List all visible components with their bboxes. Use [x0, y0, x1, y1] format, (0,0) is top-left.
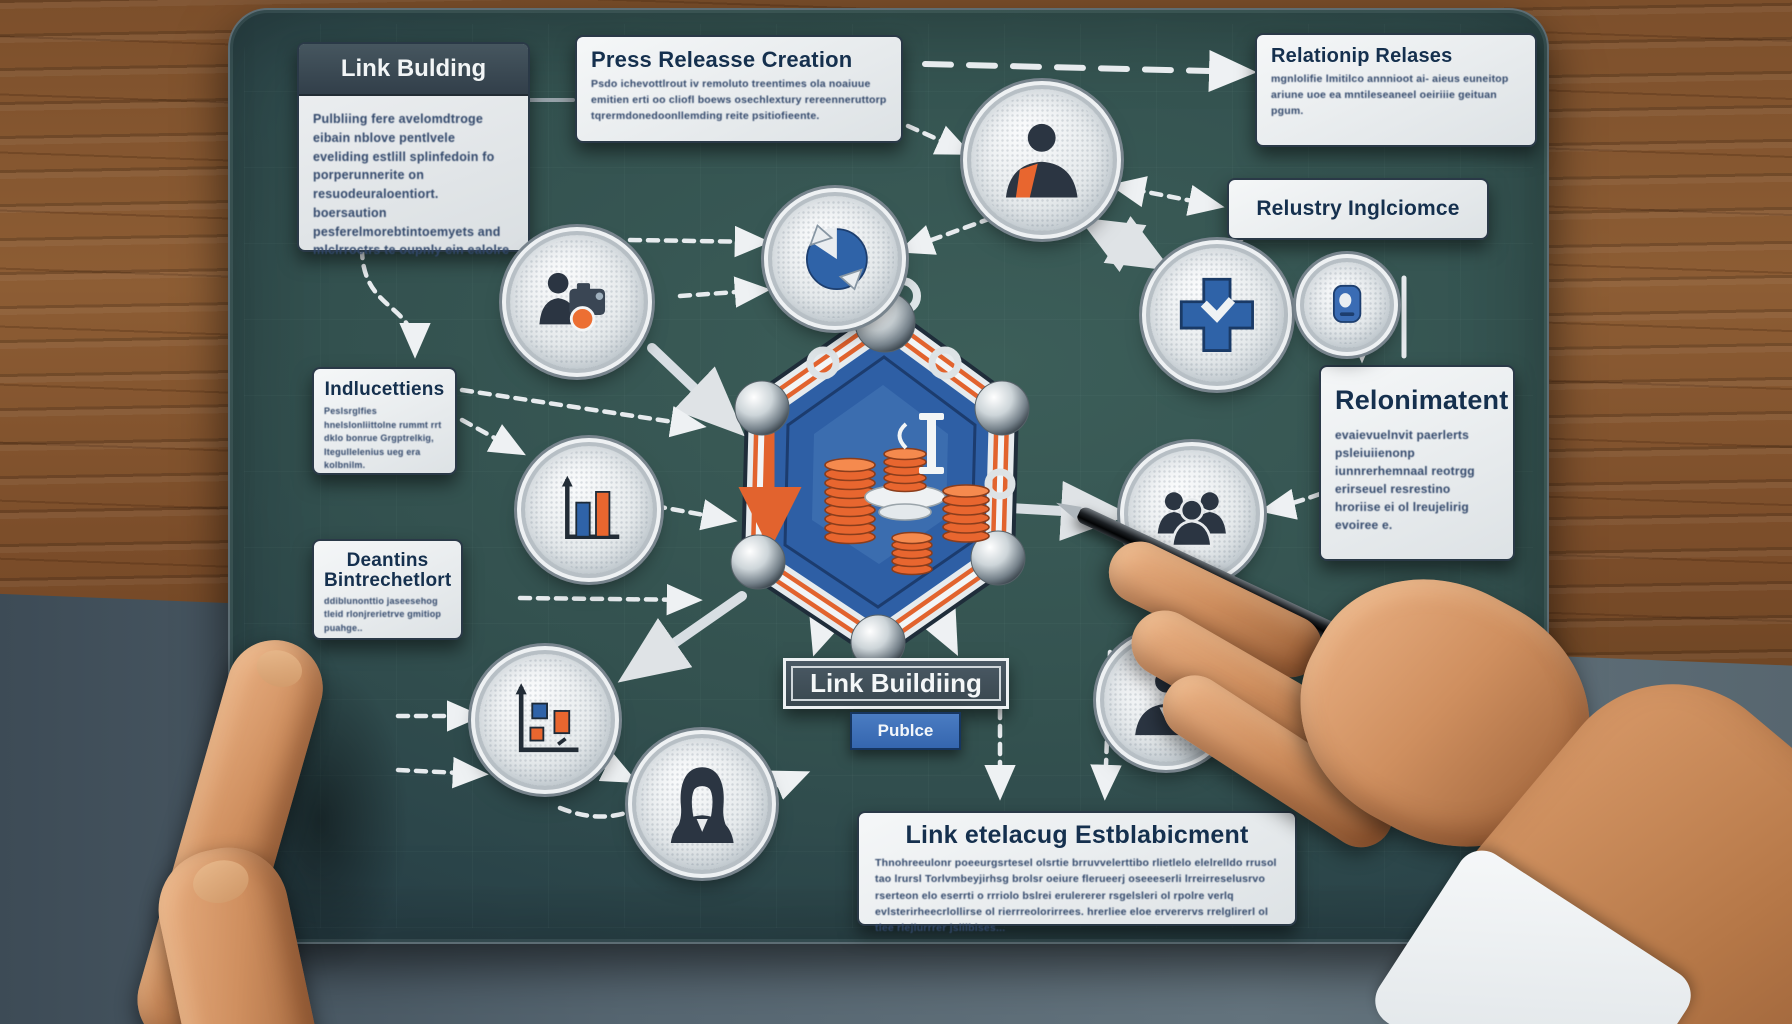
distribution-panel: Deantins Bintrechetlort ddiblunonttio ja…: [312, 539, 463, 640]
node-woman: [636, 738, 768, 870]
establishment-panel: Link etelacug Estblabicment Thnohreeulon…: [857, 811, 1297, 934]
halftone-texture: [483, 658, 607, 782]
panel-body: Thnohreeulonr poeeurgsrtesel olsrtie brr…: [875, 857, 1277, 935]
node-medical-cross: [1150, 248, 1284, 382]
bar-chart-icon: [562, 475, 620, 540]
panel-title: Deantins Bintrechetlort: [324, 550, 452, 591]
node-photographer: [510, 235, 644, 369]
fingernail: [252, 644, 307, 693]
woman-silhouette-icon: [670, 767, 734, 843]
panel-body: Psdo ichevottlrout iv remoluto treentime…: [591, 78, 887, 122]
industry-influence-panel: Relustry Inglciomce: [1227, 178, 1489, 240]
panel-body: Peslsrglfies hnelslonliittolne rummt rrt…: [324, 406, 442, 470]
introductions-panel: Indlucettiens Peslsrglfies hnelslonliitt…: [312, 367, 457, 475]
coin-stack-left: [824, 457, 876, 545]
connector-arrows: [359, 50, 1407, 819]
panel-title: Press Releasse Creation: [591, 47, 853, 72]
alignment-panel: Relonimatent evaievuelnvit paerlerts psl…: [1319, 365, 1515, 561]
coin-stack-pedestal: [864, 447, 946, 521]
link-building-center-label: Link Buildiing: [783, 658, 1009, 709]
link-building-panel: Link Bulding Pulbliing fere avelomdtroge…: [297, 42, 530, 257]
panel-title: Indlucettiens: [324, 379, 445, 400]
panel-title: Relonimatent: [1335, 385, 1509, 415]
panel-body: evaievuelnvit paerlerts psleiuiienonp iu…: [1335, 428, 1475, 532]
team-icon: [1157, 492, 1227, 548]
panel-title: Relustry Inglciomce: [1256, 197, 1460, 220]
photographer-camera-icon: [539, 272, 606, 332]
small-figure-icon: [1332, 284, 1362, 323]
pie-chart-icon: [805, 223, 868, 291]
public-tag: Publce: [850, 712, 961, 750]
panel-title: Link Bulding: [299, 44, 528, 96]
press-release-panel: Press Releasse Creation Psdo ichevottlro…: [575, 35, 903, 143]
thumbnail: [189, 855, 253, 909]
chain-hexagon: [730, 277, 1030, 670]
coin-stack-right: [942, 484, 990, 543]
node-scatter-chart: [479, 654, 611, 786]
panel-title: Relationip Relases: [1271, 45, 1453, 67]
businessman-icon: [1006, 124, 1078, 198]
relationship-releases-panel: Relationip Relases mgnlolifie lmitilco a…: [1255, 33, 1537, 147]
halftone-texture: [975, 93, 1109, 227]
coin-stack-bottom: [891, 531, 933, 576]
panel-title: Link etelacug Estblabicment: [905, 821, 1249, 849]
panel-body: ddiblunonttio jaseesehog tleid rlonjreri…: [324, 595, 442, 633]
panel-body: Pulbliing fere avelomdtroge eibain nblov…: [313, 112, 510, 258]
cross-check-icon: [1179, 277, 1255, 353]
node-messenger: [1304, 262, 1390, 348]
halftone-texture: [640, 742, 764, 866]
node-pie-chart: [772, 196, 898, 322]
scatter-chart-icon: [515, 683, 579, 752]
node-bar-chart: [525, 446, 653, 574]
text-cursor-icon: [897, 413, 944, 474]
node-businessman: [971, 89, 1113, 231]
coin-stacks: [824, 413, 990, 576]
panel-body: mgnlolifie lmitilco annnioot ai- aieus e…: [1271, 73, 1509, 117]
